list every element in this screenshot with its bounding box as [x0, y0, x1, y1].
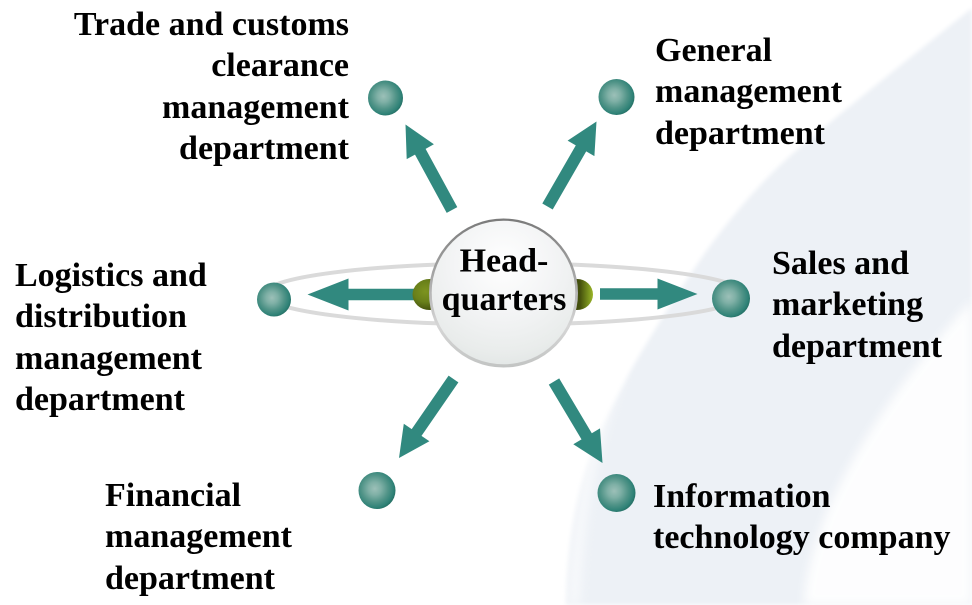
svg-text:Head-: Head-	[460, 243, 549, 280]
svg-text:quarters: quarters	[442, 281, 567, 318]
